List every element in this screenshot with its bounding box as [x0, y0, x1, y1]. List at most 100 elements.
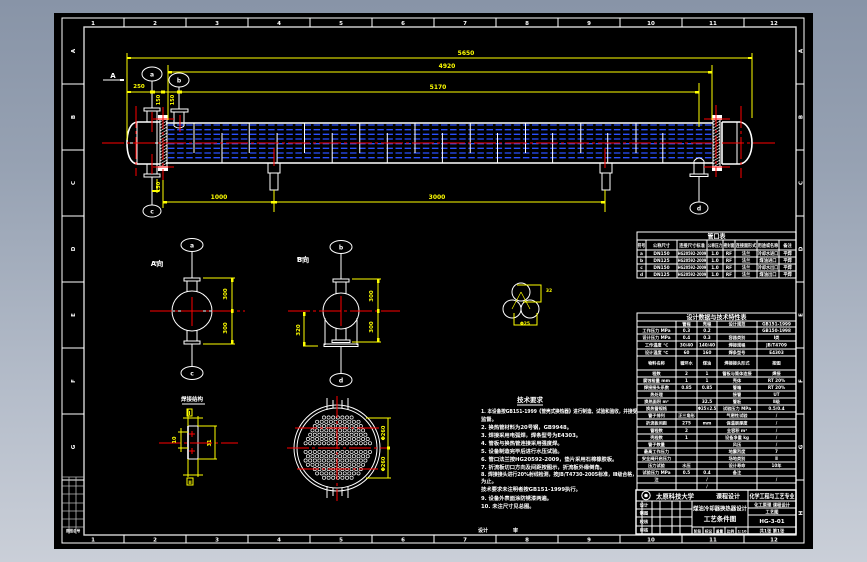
nozzle-table-cell: HG20592-2009 [678, 265, 707, 271]
zone-label-top: 6 [401, 21, 405, 27]
tube-hole [345, 449, 349, 454]
view-a-top-flange [183, 277, 201, 282]
technical-requirement-line: 1. 本设备按GB151-1999《管壳式换热器》进行制造、试验和验收，并接受 [481, 407, 638, 415]
design-table-cell: 工作压力 MPa [642, 327, 670, 334]
nozzle-table-border [636, 231, 797, 279]
dim-nozzle-c-height: 150 [156, 181, 162, 192]
design-table-cell: Ⅱ [775, 456, 778, 461]
zone-label-top: 8 [525, 21, 529, 27]
tube-hole [347, 471, 352, 476]
tube-hole [356, 419, 361, 424]
design-table-cell: 30/40 [680, 343, 693, 348]
technical-requirement-line: 4. 管板与换热管连接采用强度焊。 [481, 439, 563, 447]
design-table-cell: 安全阀开启压力 [642, 455, 671, 462]
right-elliptical-head [739, 121, 753, 165]
layout-tube-circle [520, 299, 540, 319]
weld-detail-tag-bottom: II [188, 480, 192, 486]
design-table-cell: 地震烈度 [729, 448, 747, 455]
dim-tick [601, 201, 605, 204]
design-table-cell: 设计规范 [729, 321, 747, 328]
outer-border [61, 17, 805, 544]
design-table-cell: 风压 [733, 441, 742, 448]
tube-hole [328, 419, 333, 424]
view-direction-arrow: A [103, 72, 124, 81]
design-table-cell: Φ25×2.5 [698, 406, 717, 411]
nozzle-table-header: 连接面形式 [736, 242, 757, 249]
baffles [193, 123, 664, 163]
design-table-cell: / [776, 435, 778, 440]
design-table-cell: 按图 [772, 360, 780, 367]
tube-hole [363, 432, 368, 437]
tube-hole [322, 415, 326, 420]
tube-hole [354, 458, 359, 463]
tubesheet-hatch [712, 156, 721, 162]
tube-hole [358, 432, 363, 437]
nozzle-table-cell: 平焊 [783, 250, 792, 257]
dim-tick [377, 279, 380, 283]
title-block-sign-cell: 制图 [640, 510, 648, 517]
tube-hole [331, 458, 336, 463]
zone-label-bottom: 9 [587, 538, 591, 544]
zone-label-top: 11 [709, 21, 717, 27]
tube-hole [324, 428, 329, 433]
tube-hole [315, 454, 320, 459]
design-table-cell: 0.3 [703, 335, 711, 340]
design-table-cell: Ⅰ类 [774, 334, 781, 341]
tubesheet-top-nozzle [326, 398, 349, 410]
tube-hole [335, 458, 340, 463]
design-table-cell: 接管 [733, 391, 742, 398]
layout-triangle-edge [520, 291, 531, 310]
model-space-canvas[interactable] [54, 13, 813, 549]
dim-tick [177, 90, 182, 94]
design-table-cell: 0.5/0.4 [768, 406, 784, 411]
tube-hole [324, 437, 329, 441]
tube-hole [342, 419, 347, 424]
nozzle-table-cell: b [640, 258, 643, 264]
tube-hole [338, 454, 343, 459]
tube-hole [335, 432, 340, 437]
technical-requirement-line: 监督。 [481, 415, 497, 423]
zone-label-left: E [71, 313, 77, 317]
dim-tick [377, 338, 380, 342]
dim-tick [231, 309, 234, 313]
nozzle-table-cell: 平焊 [783, 264, 792, 271]
dim-tick [271, 201, 277, 204]
tube-hole [322, 475, 326, 480]
tube-hole [322, 432, 326, 437]
layout-tube-label: Φ25 [520, 321, 530, 327]
tube-hole [303, 449, 308, 454]
zone-label-top: 5 [339, 21, 343, 27]
left-corner-table: 底图总号 [62, 476, 84, 534]
design-table-cell: 煤油 [703, 360, 711, 367]
dim-tick [161, 90, 165, 94]
centerlines [102, 105, 778, 180]
title-block-stage-cell: 标记 [704, 528, 713, 533]
technical-requirement-line: 技术要求未注明者按GB151-1999执行。 [481, 485, 581, 493]
tube-hole [354, 449, 359, 454]
tube-hole [322, 458, 326, 463]
technical-requirement-line: 为止。 [481, 477, 497, 485]
tube-hole [351, 462, 356, 467]
school-logo-core [644, 493, 648, 498]
tube-hole [347, 419, 352, 424]
tube-hole [356, 462, 361, 467]
tube-hole [351, 419, 356, 424]
design-table-cell: JB/T4709 [765, 343, 787, 348]
design-table-cell: / [776, 477, 778, 482]
tube-hole [340, 449, 345, 454]
design-table-cell: GB150-1998 [762, 328, 791, 333]
layout-pitch-label: 32 [546, 288, 552, 294]
weld-detail-bottom-dims [183, 459, 203, 477]
view-a-bottom-tag: c [190, 371, 194, 378]
tubesheet-dim-upper: Φ260 [381, 425, 387, 440]
dim-head-to-nozzle-a: 250 [133, 84, 145, 90]
nozzle-table-cell: 1.0 [711, 265, 719, 271]
view-a-top-bubble [180, 238, 204, 252]
tube-hole [317, 458, 322, 463]
dim-tick [168, 71, 172, 74]
view-a-label: A向 [151, 259, 163, 268]
design-table-cell: 140/40 [699, 343, 715, 348]
